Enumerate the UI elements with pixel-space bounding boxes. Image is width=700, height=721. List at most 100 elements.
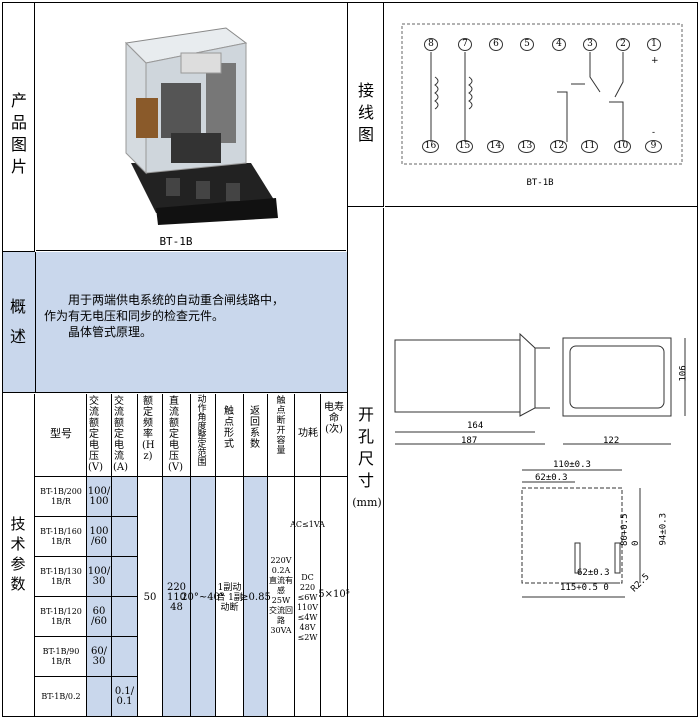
dim-187: 187 bbox=[461, 436, 478, 446]
terminal-5: 5 bbox=[520, 38, 534, 51]
wiring-diagram bbox=[401, 23, 683, 165]
grid-v10 bbox=[320, 394, 321, 716]
dim-62a: 62±0.3 bbox=[535, 473, 568, 483]
shared-angle: 20°~40° bbox=[181, 592, 225, 603]
cutout-label-cell: 开孔尺寸 (mm) bbox=[348, 208, 384, 717]
shared-capacity: 220V 0.2A 直流有感25W 交流回路30VA bbox=[269, 556, 293, 635]
dim-110: 110±0.3 bbox=[553, 460, 591, 470]
grid-v9 bbox=[294, 394, 295, 716]
row-line-1 bbox=[35, 516, 137, 517]
row-3-ac-v: 100/ 30 bbox=[87, 566, 111, 587]
dim-106: 106 bbox=[678, 365, 689, 382]
row-line-4 bbox=[35, 636, 137, 637]
overview-text: 用于两端供电系统的自动重合闸线路中， 作为有无电压和同步的检查元件。 晶体管式原… bbox=[44, 292, 344, 340]
overview-label: 概述 bbox=[9, 297, 26, 346]
terminal-8: 8 bbox=[424, 38, 438, 51]
shared-power-ac: AC≤1VA bbox=[290, 520, 325, 529]
shared-contact: 1副动合 1副动断 bbox=[216, 583, 243, 613]
return-col-bg bbox=[243, 476, 267, 716]
terminal-3: 3 bbox=[583, 38, 597, 51]
grid-v7 bbox=[243, 394, 244, 716]
photo-label-cell: 产品图片 bbox=[2, 2, 35, 252]
terminal-7: 7 bbox=[458, 38, 472, 51]
params-label-cell: 技术参数 bbox=[3, 394, 35, 716]
overview-line1: 用于两端供电系统的自动重合闸线路中， bbox=[68, 293, 285, 307]
plus-sign: + bbox=[651, 56, 659, 66]
row-line-3 bbox=[35, 596, 137, 597]
terminal-11: 11 bbox=[581, 140, 598, 153]
overview-line2: 作为有无电压和同步的检查元件。 bbox=[44, 309, 225, 323]
terminal-12: 12 bbox=[550, 140, 567, 153]
dim-94: 94±0.3 bbox=[658, 512, 669, 546]
grid-v8 bbox=[267, 394, 268, 716]
wiring-diagram-cell bbox=[385, 2, 698, 207]
header-dc-voltage: 直流额定电压(V) bbox=[168, 396, 184, 473]
overview-section bbox=[3, 252, 347, 393]
dim-164: 164 bbox=[467, 421, 484, 431]
grid-v6 bbox=[215, 394, 216, 716]
shared-life: 5×10⁵ bbox=[318, 589, 350, 600]
grid-v2 bbox=[111, 394, 112, 716]
grid-v5 bbox=[190, 394, 191, 716]
dc-voltage-col-bg bbox=[162, 476, 190, 716]
shared-return: ≥0.85 bbox=[240, 592, 271, 603]
header-break-capacity: 触点断开容量 bbox=[276, 396, 286, 456]
terminal-13: 13 bbox=[518, 140, 535, 153]
dimension-drawing bbox=[394, 332, 686, 598]
shared-freq: 50 bbox=[143, 592, 157, 603]
overview-label-divider bbox=[35, 252, 36, 393]
row-5-model: BT-1B/90 1B/R bbox=[42, 647, 80, 666]
row-1-model: BT-1B/200 1B/R bbox=[40, 487, 82, 506]
params-label: 技术参数 bbox=[10, 515, 26, 593]
top-terminals: 8 7 6 5 4 3 2 1 bbox=[385, 35, 698, 53]
angle-col-bg bbox=[190, 476, 215, 716]
header-ac-voltage: 交流额定电压(V) bbox=[88, 396, 104, 473]
row-3-model: BT-1B/130 1B/R bbox=[40, 567, 82, 586]
center-divider bbox=[347, 2, 348, 717]
row-4-model: BT-1B/120 1B/R bbox=[40, 607, 82, 626]
row-2-ac-v: 100 /60 bbox=[89, 526, 109, 547]
product-caption: BT-1B bbox=[159, 235, 193, 248]
terminal-6: 6 bbox=[489, 38, 503, 51]
cutout-drawing-cell bbox=[385, 208, 698, 717]
header-rated-freq: 额定频率(Hz) bbox=[142, 396, 155, 462]
wiring-caption: BT-1B bbox=[526, 178, 554, 188]
bottom-terminals: 16 15 14 13 12 11 10 9 bbox=[385, 138, 698, 156]
header-angle-range: 动作角度整定范围 bbox=[197, 395, 207, 468]
header-ac-current: 交流额定电流(A) bbox=[113, 396, 129, 473]
product-photo: BT-1B bbox=[36, 3, 346, 251]
header-power: 功耗 bbox=[298, 428, 318, 439]
row-line-2 bbox=[35, 556, 137, 557]
header-model: 型号 bbox=[50, 427, 72, 440]
cutout-label: 开孔尺寸 bbox=[357, 405, 374, 490]
shared-dc-v: 220 110 48 bbox=[166, 582, 187, 613]
relay-photo-image bbox=[124, 27, 278, 225]
terminal-2: 2 bbox=[616, 38, 630, 51]
terminal-1: 1 bbox=[647, 38, 661, 51]
grid-v1 bbox=[86, 394, 87, 716]
grid-v3 bbox=[137, 394, 138, 716]
terminal-14: 14 bbox=[487, 140, 504, 153]
minus-sign: - bbox=[652, 128, 656, 138]
shared-power-dc: DC 220 ≤6W 110V ≤4W 48V ≤2W bbox=[296, 573, 319, 642]
terminal-4: 4 bbox=[552, 38, 566, 51]
terminal-10: 10 bbox=[614, 140, 631, 153]
dim-62b: 62±0.3 bbox=[577, 568, 610, 578]
params-header-line bbox=[35, 476, 347, 477]
overview-line3: 晶体管式原理。 bbox=[68, 325, 153, 339]
terminal-9: 9 bbox=[645, 140, 662, 153]
cutout-unit: (mm) bbox=[352, 496, 382, 509]
row-6-ac-a: 0.1/ 0.1 bbox=[114, 686, 135, 707]
terminal-16: 16 bbox=[422, 140, 439, 153]
row-2-model: BT-1B/160 1B/R bbox=[40, 527, 82, 546]
row-line-5 bbox=[35, 676, 137, 677]
row-6-model: BT-1B/0.2 bbox=[41, 692, 81, 701]
grid-v4 bbox=[162, 394, 163, 716]
dim-80: 80+0.5 0 bbox=[620, 513, 641, 546]
wiring-label-cell: 接线图 bbox=[348, 2, 384, 207]
terminal-15: 15 bbox=[456, 140, 473, 153]
row-1-ac-v: 100/ 100 bbox=[87, 486, 111, 507]
row-4-ac-v: 60 /60 bbox=[90, 606, 108, 627]
header-return-coef: 返回系数 bbox=[250, 406, 260, 450]
